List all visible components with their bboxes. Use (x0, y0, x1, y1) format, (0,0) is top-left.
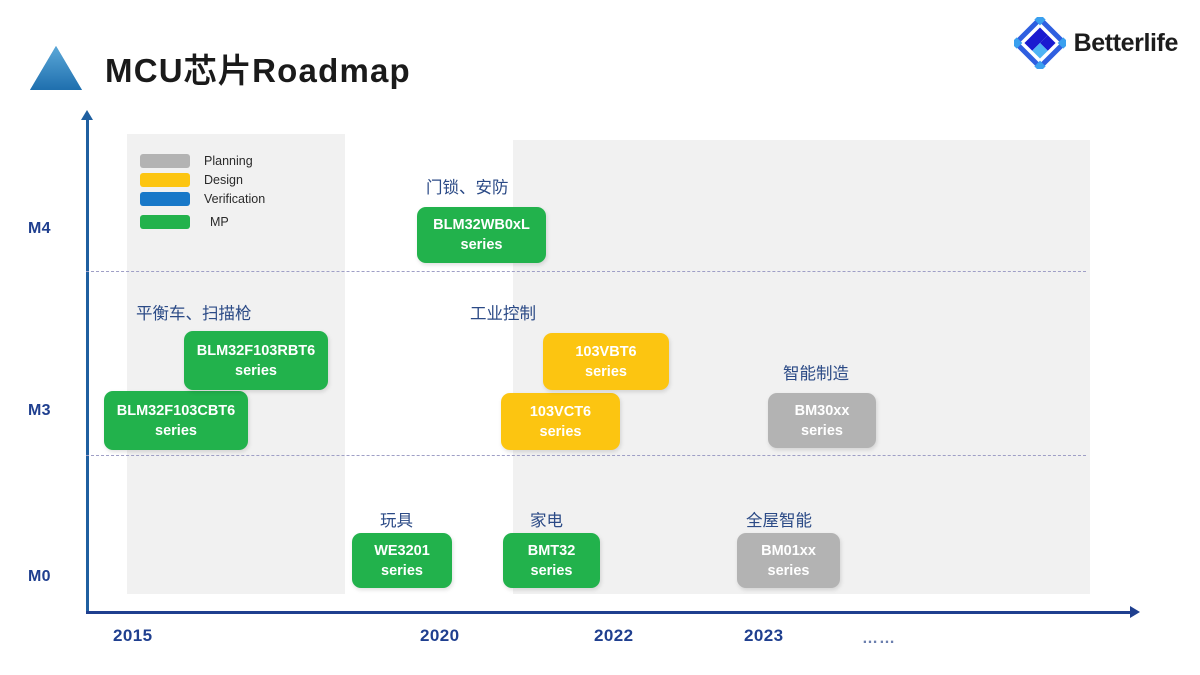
x-axis-label-2022: 2022 (594, 626, 634, 645)
y-axis-label-m3: M3 (28, 402, 51, 419)
legend-label-mp: MP (210, 215, 229, 229)
category-label-smart-manufacturing: 智能制造 (783, 365, 849, 383)
x-axis-label-2023: 2023 (744, 626, 784, 645)
milestone-divider-m4-m3 (86, 271, 1086, 272)
product-sub: series (155, 422, 197, 439)
legend-item-design: Design (140, 171, 265, 189)
triangle-icon (30, 46, 82, 90)
product-name: BM30xx (794, 402, 850, 419)
product-name: BLM32WB0xL (433, 217, 530, 233)
legend: Planning Design Verification MP (140, 152, 265, 232)
product-sub: series (801, 422, 843, 439)
product-name: BM01xx (761, 542, 816, 559)
product-box-bm01xx[interactable]: BM01xx series (737, 533, 840, 588)
product-sub: series (235, 362, 277, 379)
category-label-toys: 玩具 (380, 512, 413, 530)
product-name: WE3201 (374, 542, 430, 559)
legend-swatch-verification (140, 192, 190, 206)
legend-label-design: Design (204, 173, 243, 187)
x-axis-arrow-icon (1130, 606, 1140, 618)
product-box-103vct6[interactable]: 103VCT6 series (501, 393, 620, 450)
legend-swatch-mp (140, 215, 190, 229)
product-name: BMT32 (527, 542, 576, 559)
product-name: BLM32F103RBT6 (196, 342, 316, 359)
legend-swatch-design (140, 173, 190, 187)
legend-item-verification: Verification (140, 190, 265, 208)
product-name: 103VCT6 (529, 403, 592, 420)
x-axis-label-2015: 2015 (113, 626, 153, 645)
product-box-blm32f103cbt6[interactable]: BLM32F103CBT6 series (104, 391, 248, 450)
category-label-balance-scanner: 平衡车、扫描枪 (136, 305, 252, 323)
product-box-bmt32[interactable]: BMT32 series (503, 533, 600, 588)
product-sub: series (585, 363, 627, 380)
product-sub: series (381, 562, 423, 579)
product-sub: series (460, 237, 503, 253)
product-sub: series (530, 562, 573, 579)
product-sub: series (767, 562, 810, 579)
product-box-blm32f103rbt6[interactable]: BLM32F103RBT6 series (184, 331, 328, 390)
category-label-industrial-control: 工业控制 (470, 305, 536, 323)
product-box-bm30xx[interactable]: BM30xx series (768, 393, 876, 448)
x-axis-label-more: …… (862, 630, 896, 647)
product-name: 103VBT6 (575, 343, 637, 360)
page-title: MCU芯片Roadmap (105, 52, 411, 89)
category-label-home-appliance: 家电 (530, 512, 563, 530)
y-axis-label-m4: M4 (28, 220, 51, 237)
logo-text: Betterlife (1073, 28, 1179, 57)
category-label-whole-house-smart: 全屋智能 (746, 512, 812, 530)
legend-label-planning: Planning (204, 154, 253, 168)
product-name: BLM32F103CBT6 (116, 402, 236, 419)
legend-item-planning: Planning (140, 152, 265, 170)
y-axis-arrow-icon (81, 110, 93, 120)
y-axis-label-m0: M0 (28, 568, 51, 585)
milestone-divider-m3-m0 (86, 455, 1086, 456)
legend-label-verification: Verification (204, 192, 266, 206)
x-axis-label-2020: 2020 (420, 626, 460, 645)
year-band-2022 (730, 140, 873, 594)
legend-swatch-planning (140, 154, 190, 168)
product-box-103vbt6[interactable]: 103VBT6 series (543, 333, 669, 390)
year-band-2023 (873, 140, 1090, 594)
category-label-doorlock-security: 门锁、安防 (426, 179, 509, 197)
product-box-blm32wb0xl[interactable]: BLM32WB0xL series (417, 207, 546, 263)
x-axis (86, 611, 1132, 614)
product-sub: series (539, 423, 582, 440)
product-box-we3201[interactable]: WE3201 series (352, 533, 452, 588)
legend-item-mp: MP (140, 213, 265, 231)
y-axis (86, 118, 89, 613)
